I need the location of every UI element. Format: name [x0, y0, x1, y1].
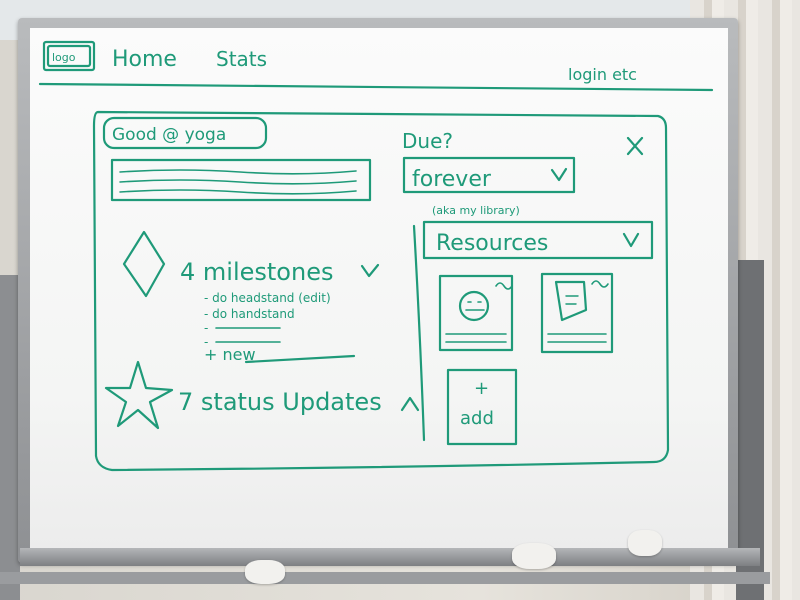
nav-stats[interactable]: Stats — [216, 47, 267, 71]
diamond-icon — [122, 230, 166, 298]
header-divider — [38, 82, 714, 92]
resources-select-value: Resources — [436, 231, 548, 256]
link-icon — [591, 280, 609, 288]
document-lines — [565, 295, 579, 305]
chevron-down-icon[interactable] — [622, 232, 640, 248]
stand-rail — [0, 572, 770, 584]
goal-card — [92, 110, 670, 472]
milestone-item[interactable]: - — [204, 321, 208, 335]
chevron-down-icon[interactable] — [550, 167, 568, 182]
resources-select[interactable] — [422, 220, 654, 260]
face-icon — [458, 290, 490, 322]
link-icon — [495, 282, 513, 290]
stand-left-leg — [0, 275, 20, 600]
face-features — [465, 301, 485, 311]
marker-tray — [20, 548, 760, 566]
due-select-value: forever — [412, 167, 492, 192]
description-line — [119, 169, 357, 175]
goal-title-box — [102, 116, 268, 150]
logo-box[interactable] — [42, 40, 96, 72]
new-milestone-link[interactable]: + new — [204, 345, 256, 364]
milestone-item[interactable]: - — [204, 335, 208, 349]
thumbnail-caption-line — [445, 333, 507, 343]
login-link[interactable]: login etc — [568, 65, 637, 84]
description-line — [119, 189, 357, 195]
thumbnail-caption-line — [547, 333, 607, 343]
star-icon — [104, 360, 174, 430]
close-icon[interactable] — [626, 136, 644, 156]
milestone-item[interactable]: - do handstand — [204, 307, 295, 321]
new-underline — [244, 354, 356, 364]
add-resource-label: add — [460, 408, 494, 429]
add-resource-button[interactable] — [446, 368, 518, 446]
description-box[interactable] — [110, 158, 372, 202]
plus-icon: + — [474, 378, 489, 399]
due-label: Due? — [402, 129, 453, 153]
logo-text: logo — [52, 51, 76, 64]
tissue — [245, 560, 285, 584]
milestones-label[interactable]: 4 milestones — [180, 258, 333, 286]
chevron-down-icon[interactable] — [360, 263, 380, 278]
resource-thumbnail[interactable] — [438, 274, 514, 352]
resources-divider — [412, 224, 426, 442]
library-note: (aka my library) — [432, 204, 520, 217]
tissue — [512, 543, 556, 569]
milestone-item[interactable]: - do headstand (edit) — [204, 291, 331, 305]
goal-title: Good @ yoga — [112, 125, 226, 145]
nav-home[interactable]: Home — [112, 47, 177, 72]
stand-right-leg — [736, 260, 764, 600]
logo-box-inner — [46, 44, 92, 68]
tissue — [628, 530, 662, 556]
chevron-up-icon[interactable] — [400, 396, 420, 412]
document-icon — [554, 280, 588, 322]
due-select[interactable] — [402, 156, 576, 194]
resource-thumbnail[interactable] — [540, 272, 614, 354]
description-line — [119, 179, 357, 185]
status-updates-label[interactable]: 7 status Updates — [178, 388, 382, 416]
